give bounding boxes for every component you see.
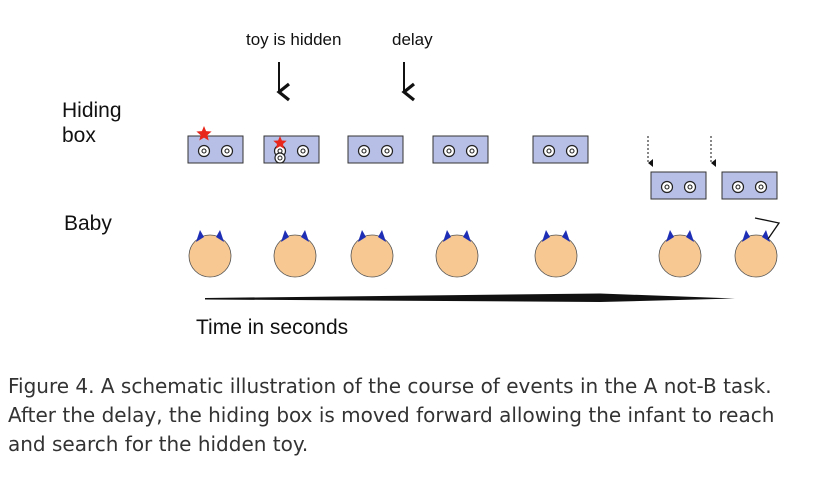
hiding-box	[263, 135, 320, 164]
well-inner	[446, 148, 452, 154]
well-outer	[565, 144, 579, 158]
well-inner	[687, 184, 693, 190]
well-outer	[660, 180, 674, 194]
hiding-box	[532, 135, 589, 164]
frame-6	[650, 171, 707, 278]
baby-reaching-arm	[754, 217, 781, 240]
well-outer	[754, 180, 768, 194]
diagram-canvas	[187, 62, 781, 302]
well-outer	[197, 144, 211, 158]
well-outer	[542, 144, 556, 158]
well-inner	[758, 184, 764, 190]
well-inner	[201, 148, 207, 154]
baby-head	[350, 234, 394, 278]
baby-head	[734, 234, 778, 278]
baby-ear-right	[301, 230, 309, 242]
baby-ear-left	[196, 230, 204, 242]
well-inner	[735, 184, 741, 190]
baby-ear-left	[542, 230, 550, 242]
well-inner	[546, 148, 552, 154]
delay-label: delay	[392, 30, 433, 49]
well-outer	[296, 144, 310, 158]
baby-head	[273, 234, 317, 278]
baby-ear-right	[216, 230, 224, 242]
baby-ear-left	[281, 230, 289, 242]
frame-1	[187, 126, 244, 278]
well-inner	[224, 148, 230, 154]
baby-ear-left	[742, 230, 750, 242]
well-inner	[664, 184, 670, 190]
baby-ear-right	[378, 230, 386, 242]
well-inner	[569, 148, 575, 154]
well-inner	[384, 148, 390, 154]
frame-2	[263, 135, 320, 278]
baby-ear-left	[443, 230, 451, 242]
baby-head	[188, 234, 232, 278]
frame-5	[532, 135, 589, 278]
hiding-box	[432, 135, 489, 164]
hiding-box	[347, 135, 404, 164]
time-axis-label: Time in seconds	[196, 316, 349, 339]
baby-head	[534, 234, 578, 278]
well-inner	[300, 148, 306, 154]
toy-hidden-label: toy is hidden	[246, 30, 342, 49]
hiding-box-label: Hiding box	[62, 99, 122, 147]
frames-layer	[187, 126, 781, 278]
well-inner	[469, 148, 475, 154]
baby-head	[435, 234, 479, 278]
hiding-box	[650, 171, 707, 200]
baby-ear-right	[686, 230, 694, 242]
frame-3	[347, 135, 404, 278]
well-outer	[683, 180, 697, 194]
baby-head	[658, 234, 702, 278]
baby-ear-left	[666, 230, 674, 242]
toy-star	[196, 126, 212, 141]
well-outer	[220, 144, 234, 158]
toy-star	[273, 136, 287, 149]
baby-ear-right	[562, 230, 570, 242]
baby-ear-right	[463, 230, 471, 242]
well-outer	[465, 144, 479, 158]
well-inner	[361, 148, 367, 154]
hiding-box	[721, 171, 778, 200]
diagram: toy is hidden delay Hiding box Baby Time…	[62, 30, 781, 339]
well-outer	[380, 144, 394, 158]
baby-label: Baby	[64, 212, 112, 235]
figure-caption: Figure 4. A schematic illustration of th…	[8, 374, 775, 456]
hidden-toy-well-inner	[277, 155, 283, 161]
hidden-toy-well	[274, 152, 286, 164]
time-arrow	[205, 293, 735, 302]
well-outer	[357, 144, 371, 158]
frame-7	[721, 171, 781, 278]
well-outer	[442, 144, 456, 158]
frame-4	[432, 135, 489, 278]
hiding-box	[187, 135, 244, 164]
baby-ear-left	[358, 230, 366, 242]
well-outer	[731, 180, 745, 194]
